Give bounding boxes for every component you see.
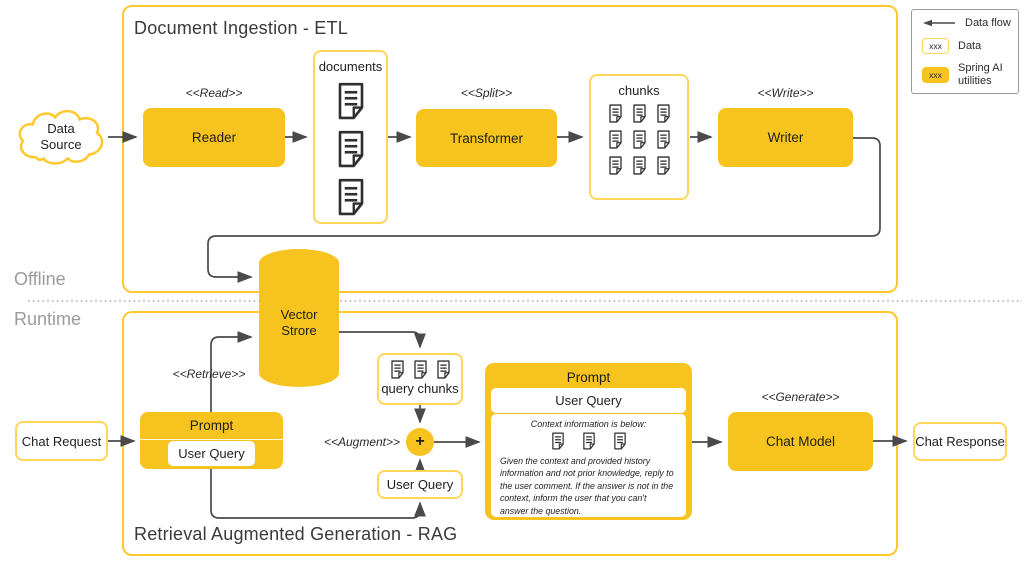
chunks-node: chunks <box>589 74 689 200</box>
document-icon <box>608 130 623 149</box>
rag-container: Retrieval Augmented Generation - RAG <box>122 311 898 556</box>
query-chunks-label: query chunks <box>381 381 459 396</box>
document-icon <box>613 432 627 450</box>
document-icon <box>336 130 366 168</box>
vector-store-node: Vector Strore <box>259 249 339 387</box>
split-stereotype: <<Split>> <box>460 86 513 100</box>
database-cylinder-icon <box>259 249 339 387</box>
legend-row-data: xxx Data <box>922 37 1012 54</box>
prompt-title: Prompt <box>140 412 283 440</box>
legend-spring-line2: utilities <box>958 74 992 87</box>
legend-spring-label: Spring AI utilities <box>958 62 1003 87</box>
cloud-icon <box>18 109 104 165</box>
chat-response-node: Chat Response <box>913 422 1007 461</box>
context-heading: Context information is below: <box>530 419 647 429</box>
data-source-label: Data Source <box>40 121 82 152</box>
write-stereotype: <<Write>> <box>757 86 814 100</box>
etl-container: Document Ingestion - ETL <box>122 5 898 293</box>
documents-label: documents <box>318 59 383 74</box>
chunks-label: chunks <box>618 83 660 98</box>
writer-node: Writer <box>718 108 853 167</box>
augment-plus-node: + <box>406 428 434 456</box>
chat-request-node: Chat Request <box>15 421 108 461</box>
legend-row-spring: xxx Spring AI utilities <box>922 62 1012 87</box>
document-icon <box>551 432 565 450</box>
document-icon <box>656 130 671 149</box>
prompt-node: Prompt User Query <box>140 412 283 469</box>
document-icon <box>390 360 405 379</box>
data-chip-icon: xxx <box>922 37 949 54</box>
runtime-section-label: Runtime <box>14 309 82 329</box>
augment-stereotype: <<Augment>> <box>323 435 401 449</box>
document-icon <box>582 432 596 450</box>
legend-row-data-flow: Data flow <box>922 17 1012 30</box>
rag-title: Retrieval Augmented Generation - RAG <box>134 524 458 544</box>
document-icon <box>436 360 451 379</box>
read-stereotype: <<Read>> <box>185 86 243 100</box>
etl-title: Document Ingestion - ETL <box>134 18 348 38</box>
legend-data-flow-label: Data flow <box>965 17 1011 29</box>
vector-store-label: Vector Strore <box>280 307 318 338</box>
retrieve-stereotype: <<Retrieve>> <box>172 367 246 381</box>
legend: Data flow xxx Data xxx Spring AI utiliti… <box>911 9 1019 94</box>
context-doc-icons <box>500 432 677 450</box>
user-query-node: User Query <box>377 470 463 499</box>
document-icon <box>632 130 647 149</box>
document-icon <box>632 156 647 175</box>
spring-chip-icon: xxx <box>922 66 949 83</box>
document-icon <box>336 82 366 120</box>
legend-data-label: Data <box>958 39 982 52</box>
augmented-prompt-title: Prompt <box>566 370 611 385</box>
data-source-node: Data Source <box>12 103 110 169</box>
documents-node: documents <box>313 50 388 224</box>
legend-spring-line1: Spring AI <box>958 62 1003 74</box>
offline-section-label: Offline <box>14 269 66 289</box>
document-icon <box>656 104 671 123</box>
data-flow-arrow-icon <box>923 19 955 27</box>
chat-model-node: Chat Model <box>728 412 873 471</box>
generate-stereotype: <<Generate>> <box>761 390 840 404</box>
document-icon <box>608 104 623 123</box>
augmented-prompt-node: Prompt User Query Context information is… <box>485 363 692 520</box>
augmented-prompt-user-query: User Query <box>491 388 686 413</box>
augmented-prompt-context: Context information is below: Given the … <box>491 414 686 517</box>
transformer-node: Transformer <box>416 109 557 167</box>
query-chunks-node: query chunks <box>377 353 463 405</box>
reader-node: Reader <box>143 108 285 167</box>
document-icon <box>608 156 623 175</box>
prompt-user-query: User Query <box>168 441 255 466</box>
document-icon <box>413 360 428 379</box>
document-icon <box>336 178 366 216</box>
context-body: Given the context and provided history i… <box>500 456 674 516</box>
document-icon <box>656 156 671 175</box>
document-icon <box>632 104 647 123</box>
